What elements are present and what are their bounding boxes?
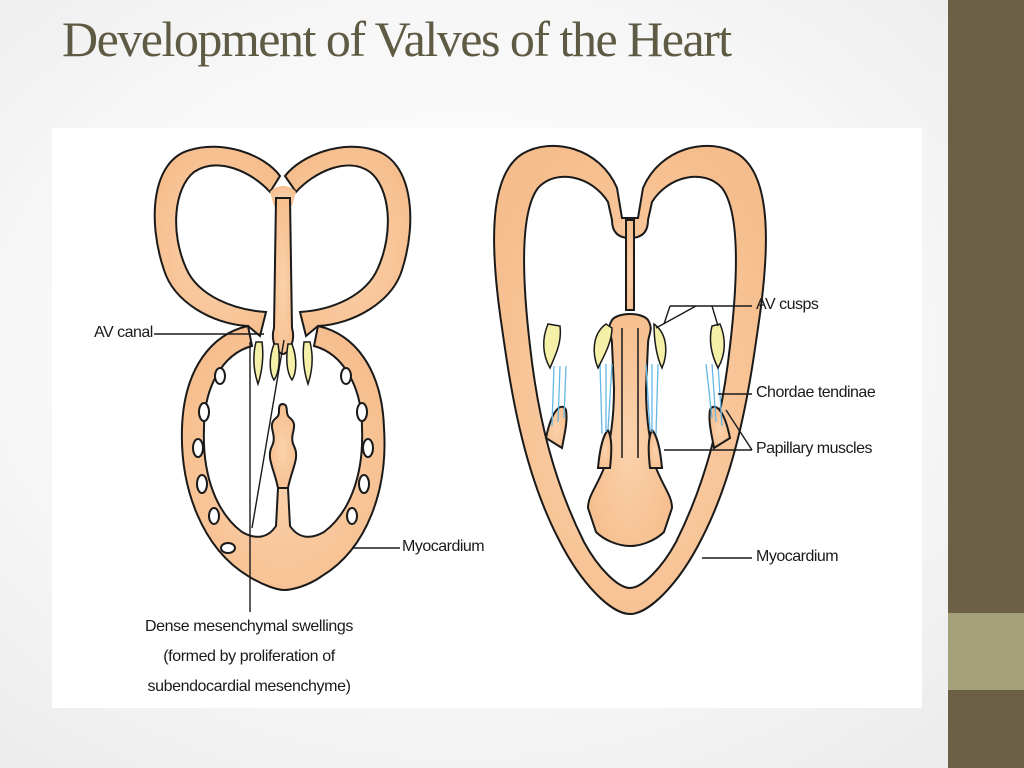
dense-swellings-pointer-2: [251, 339, 285, 529]
cushion-mid-left: [269, 343, 280, 382]
label-papillary-muscles: Papillary muscles: [756, 440, 872, 457]
label-av-canal: AV canal: [94, 324, 153, 341]
interventricular-septum: [268, 402, 298, 489]
chordae-tendineae: [551, 363, 723, 435]
papillary-muscle-inner-left: [596, 428, 613, 469]
ventricular-septum: [586, 313, 674, 548]
cushion-right: [302, 341, 313, 387]
left-trabecular-spaces: [192, 367, 374, 554]
papillary-muscle-outer-right: [708, 405, 732, 450]
cushion-left: [253, 341, 264, 387]
label-av-cusps: AV cusps: [756, 296, 819, 313]
dense-swellings-caption: Dense mesenchymal swellings (formed by p…: [144, 612, 354, 702]
av-cusps-pointer-b: [655, 305, 697, 329]
cusp-outer-left: [543, 323, 562, 370]
cusp-inner-left: [593, 323, 613, 370]
caption-line-2: (formed by proliferation of: [163, 648, 335, 665]
leader-lines: [154, 305, 753, 612]
heart-diagrams-svg: [153, 144, 767, 616]
left-atria-wall: [153, 145, 282, 338]
papillary-muscle-inner-right: [647, 428, 664, 469]
papillary-pointer-2: [725, 409, 753, 451]
label-right-myocardium: Myocardium: [756, 548, 839, 565]
label-chordae-tendinae: Chordae tendinae: [756, 384, 876, 401]
cusp-outer-right: [709, 323, 725, 370]
left-ventricle-wall: [180, 324, 386, 592]
atrial-septum: [625, 219, 635, 311]
side-bar-accent: [948, 613, 1024, 690]
left-atrial-septum: [272, 197, 294, 356]
label-left-myocardium: Myocardium: [402, 538, 485, 555]
cushion-mid-right: [286, 343, 297, 382]
caption-line-3: subendocardial mesenchyme): [147, 678, 351, 695]
papillary-muscle-outer-left: [544, 405, 568, 450]
caption-line-1: Dense mesenchymal swellings: [145, 618, 353, 635]
cusp-inner-right: [653, 322, 667, 370]
left-heart-early-stage: [153, 145, 412, 592]
right-heart-later-stage: [493, 144, 767, 616]
av-cusps: [543, 322, 725, 370]
slide-title: Development of Valves of the Heart: [62, 11, 732, 67]
endocardial-cushions: [253, 341, 313, 387]
av-cusps-pointer-c: [663, 305, 671, 325]
av-cusps-pointer-d: [711, 305, 719, 327]
heart-valve-figure: AV canal Myocardium AV cusps Chordae ten…: [52, 128, 922, 708]
right-atria-wall-l: [283, 145, 412, 338]
